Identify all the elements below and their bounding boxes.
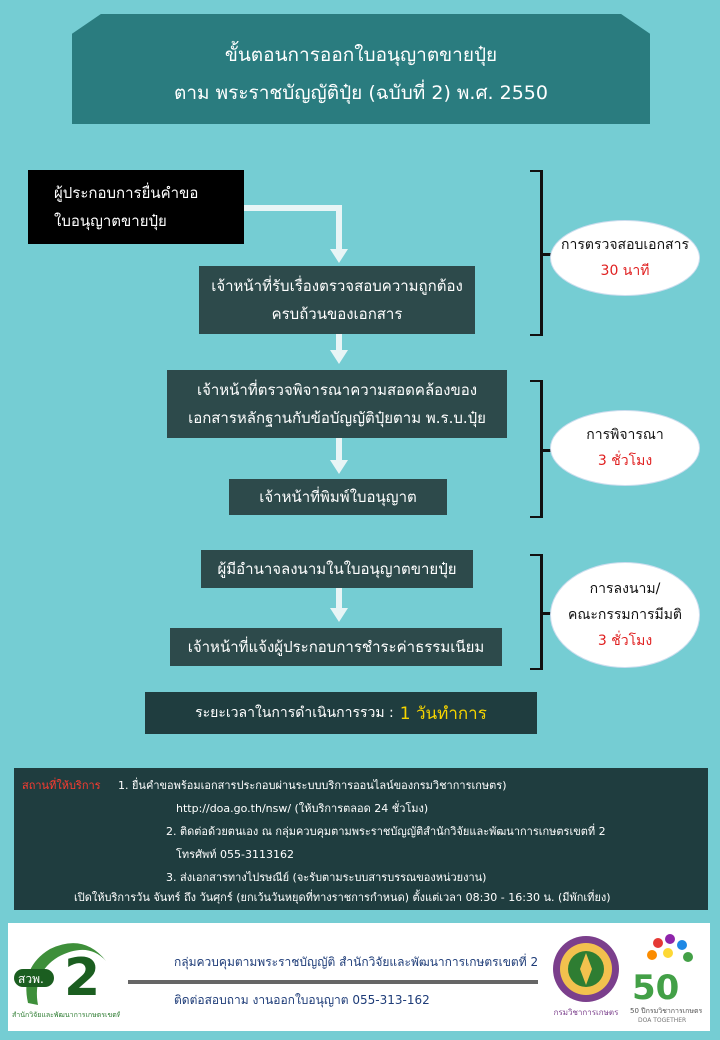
step-receive-line1: เจ้าหน้าที่รับเรื่องตรวจสอบความถูกต้อง bbox=[211, 277, 463, 295]
total-duration-value: 1 วันทำการ bbox=[399, 703, 487, 724]
flow-connector bbox=[244, 205, 342, 211]
arrow-down-icon bbox=[330, 608, 348, 622]
step-review: เจ้าหน้าที่ตรวจพิจารณาความสอดคล้องของ เอ… bbox=[167, 370, 507, 438]
bracket-consider bbox=[530, 380, 552, 518]
flow-connector bbox=[336, 438, 342, 460]
footer-divider bbox=[128, 980, 538, 984]
page-subtitle: ตาม พระราชบัญญัติปุ๋ย (ฉบับที่ 2) พ.ศ. 2… bbox=[174, 82, 548, 104]
duration-sign-time: 3 ชั่วโมง bbox=[597, 633, 653, 649]
step-review-line2: เอกสารหลักฐานกับข้อบัญญัติปุ๋ยตาม พ.ร.บ.… bbox=[188, 409, 486, 427]
service-info: สถานที่ให้บริการ 1. ยื่นคำขอพร้อมเอกสารป… bbox=[14, 768, 708, 910]
step-applicant-line2: ใบอนุญาตขายปุ๋ย bbox=[54, 212, 167, 230]
step-notify-label: เจ้าหน้าที่แจ้งผู้ประกอบการชำระค่าธรรมเน… bbox=[187, 638, 485, 656]
agency-logo-caption: สำนักวิจัยและพัฒนาการเกษตรเขตที่ 2 bbox=[12, 1010, 120, 1019]
service-phone: โทรศัพท์ 055-3113162 bbox=[176, 848, 295, 861]
step-review-line1: เจ้าหน้าที่ตรวจพิจารณาความสอดคล้องของ bbox=[196, 381, 478, 399]
duration-consider-time: 3 ชั่วโมง bbox=[597, 453, 653, 469]
service-url: http://doa.go.th/nsw/ (ให้บริการตลอด 24 … bbox=[176, 802, 429, 815]
step-sign: ผู้มีอำนาจลงนามในใบอนุญาตขายปุ๋ย bbox=[201, 550, 473, 588]
service-item-walkin: 2. ติดต่อด้วยตนเอง ณ กลุ่มควบคุมตามพระรา… bbox=[166, 825, 606, 838]
step-print: เจ้าหน้าที่พิมพ์ใบอนุญาต bbox=[229, 479, 447, 515]
anniversary-logo-number: 50 bbox=[632, 968, 679, 1008]
anniversary-logo-icon: 50 50 ปีกรมวิชาการเกษตร DOA TOGETHER bbox=[630, 934, 703, 1024]
step-notify: เจ้าหน้าที่แจ้งผู้ประกอบการชำระค่าธรรมเน… bbox=[170, 628, 502, 666]
step-receive-line2: ครบถ้วนของเอกสาร bbox=[271, 305, 403, 323]
step-applicant: ผู้ประกอบการยื่นคำขอ ใบอนุญาตขายปุ๋ย bbox=[28, 170, 244, 244]
footer: 2 สวพ. สำนักวิจัยและพัฒนาการเกษตรเขตที่ … bbox=[8, 923, 710, 1031]
step-print-label: เจ้าหน้าที่พิมพ์ใบอนุญาต bbox=[259, 488, 417, 506]
footer-contact: ติดต่อสอบถาม งานออกใบอนุญาต 055-313-162 bbox=[174, 993, 430, 1007]
arrow-down-icon bbox=[330, 249, 348, 263]
duration-sign-label2: คณะกรรมการมีมติ bbox=[567, 607, 683, 623]
duration-sign-label1: การลงนาม/ bbox=[589, 581, 661, 597]
step-sign-label: ผู้มีอำนาจลงนามในใบอนุญาตขายปุ๋ย bbox=[217, 560, 457, 578]
agency-logo-number: 2 bbox=[64, 948, 100, 1008]
flow-connector bbox=[336, 588, 342, 608]
service-item-mail: 3. ส่งเอกสารทางไปรษณีย์ (จะรับตามระบบสาร… bbox=[166, 871, 487, 884]
footer-org: กลุ่มควบคุมตามพระราชบัญญัติ สำนักวิจัยแล… bbox=[174, 955, 539, 969]
arrow-down-icon bbox=[330, 350, 348, 364]
total-duration-label: ระยะเวลาในการดำเนินการรวม : bbox=[195, 705, 394, 721]
title-banner: ขั้นตอนการออกใบอนุญาตขายปุ๋ย ตาม พระราชบ… bbox=[72, 14, 650, 124]
flow-connector bbox=[336, 205, 342, 249]
service-hours: เปิดให้บริการวัน จันทร์ ถึง วันศุกร์ (ยก… bbox=[74, 891, 611, 904]
duration-check-label: การตรวจสอบเอกสาร bbox=[561, 237, 689, 253]
duration-consider-label: การพิจารณา bbox=[586, 427, 664, 443]
agency-logo-text: สวพ. bbox=[18, 972, 44, 986]
department-seal-caption: กรมวิชาการเกษตร bbox=[554, 1008, 620, 1017]
duration-check-time: 30 นาที bbox=[600, 263, 650, 279]
department-seal-icon: กรมวิชาการเกษตร bbox=[553, 936, 620, 1017]
service-item-online: 1. ยื่นคำขอพร้อมเอกสารประกอบผ่านระบบบริก… bbox=[118, 779, 507, 792]
step-applicant-line1: ผู้ประกอบการยื่นคำขอ bbox=[54, 184, 199, 202]
bracket-sign bbox=[530, 554, 552, 670]
duration-sign: การลงนาม/ คณะกรรมการมีมติ 3 ชั่วโมง bbox=[550, 562, 700, 668]
page-title: ขั้นตอนการออกใบอนุญาตขายปุ๋ย bbox=[224, 44, 498, 66]
flow-connector bbox=[336, 334, 342, 350]
step-receive: เจ้าหน้าที่รับเรื่องตรวจสอบความถูกต้อง ค… bbox=[199, 266, 475, 334]
duration-check: การตรวจสอบเอกสาร 30 นาที bbox=[550, 220, 700, 296]
duration-consider: การพิจารณา 3 ชั่วโมง bbox=[550, 410, 700, 486]
agency-logo-icon: 2 สวพ. สำนักวิจัยและพัฒนาการเกษตรเขตที่ … bbox=[12, 943, 120, 1019]
total-duration: ระยะเวลาในการดำเนินการรวม : 1 วันทำการ bbox=[145, 692, 537, 734]
bracket-check bbox=[530, 170, 552, 336]
anniversary-logo-caption2: DOA TOGETHER bbox=[638, 1017, 686, 1024]
anniversary-logo-caption1: 50 ปีกรมวิชาการเกษตร bbox=[630, 1007, 703, 1015]
service-label: สถานที่ให้บริการ bbox=[22, 779, 101, 792]
arrow-down-icon bbox=[330, 460, 348, 474]
